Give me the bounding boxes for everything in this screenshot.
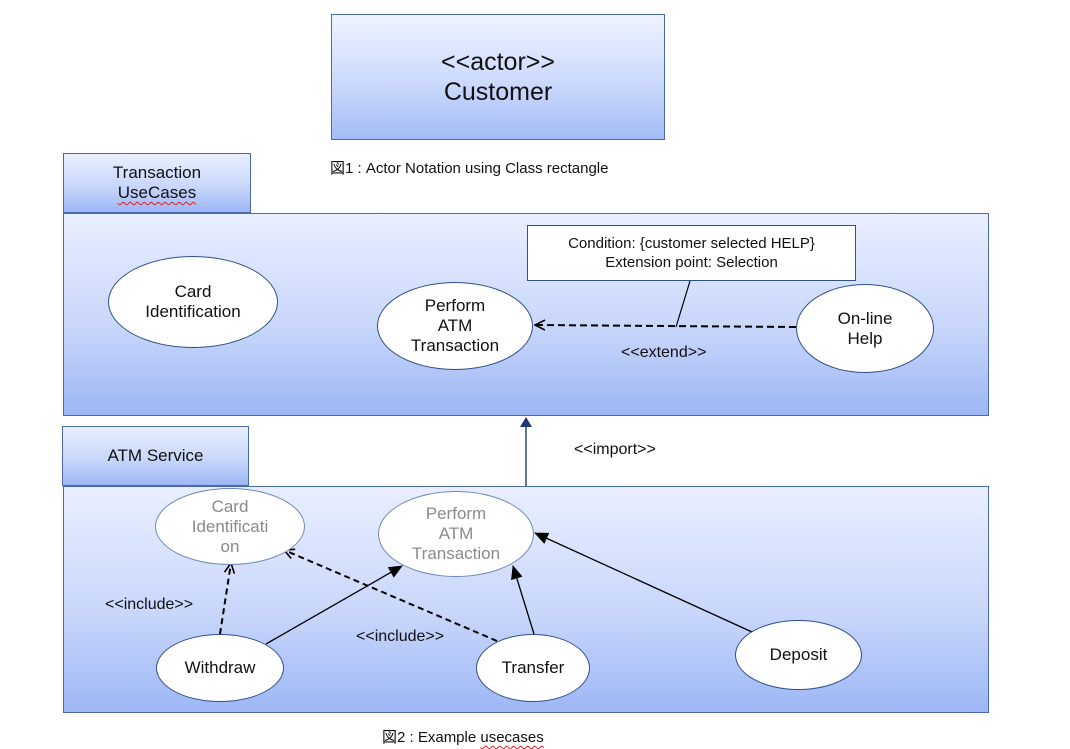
- extend-label: <<extend>>: [621, 344, 707, 361]
- usecase-perform-atm-transaction-imported-label: Perform ATM Transaction: [411, 504, 501, 563]
- usecase-withdraw: Withdraw: [156, 634, 284, 702]
- usecase-deposit-label: Deposit: [769, 645, 828, 664]
- transaction-package-title-line1: Transaction: [112, 163, 202, 182]
- import-label: <<import>>: [574, 441, 656, 458]
- extension-note-condition: Condition: {customer selected HELP}: [568, 235, 815, 252]
- figure1-caption: 図1 : Actor Notation using Class rectangl…: [330, 160, 609, 177]
- transaction-package-tab: [63, 153, 251, 213]
- usecase-card-identification: Card Identification: [108, 256, 278, 348]
- usecase-deposit: Deposit: [735, 620, 862, 690]
- transaction-package-title: Transaction UseCases: [63, 163, 251, 203]
- usecase-perform-atm-transaction-label: Perform ATM Transaction: [410, 296, 500, 355]
- actor-class-box: <<actor>> Customer: [331, 14, 665, 140]
- usecase-transfer-label: Transfer: [501, 658, 565, 677]
- usecase-card-identification-imported: Card Identificati on: [155, 488, 305, 565]
- figure2-caption-word: usecases: [480, 729, 544, 746]
- actor-name: Customer: [443, 78, 553, 106]
- extension-note-point: Extension point: Selection: [605, 254, 778, 271]
- actor-stereotype: <<actor>>: [441, 48, 555, 76]
- include-label-withdraw: <<include>>: [105, 596, 194, 613]
- usecase-online-help: On-line Help: [796, 284, 934, 373]
- extension-note: Condition: {customer selected HELP} Exte…: [527, 225, 856, 281]
- usecase-card-identification-imported-label: Card Identificati on: [191, 496, 269, 556]
- usecase-perform-atm-transaction: Perform ATM Transaction: [377, 282, 533, 370]
- usecase-card-identification-label: Card Identification: [145, 282, 241, 321]
- usecase-online-help-label: On-line Help: [837, 308, 893, 348]
- figure2-caption: 図2 : Example usecases: [382, 726, 544, 747]
- usecase-perform-atm-transaction-imported: Perform ATM Transaction: [378, 491, 534, 577]
- usecase-withdraw-label: Withdraw: [184, 658, 256, 677]
- atm-service-package-title: ATM Service: [107, 446, 204, 465]
- transaction-package-title-line2: UseCases: [117, 183, 197, 202]
- figure2-caption-prefix: 図2 : Example: [382, 729, 481, 746]
- usecase-transfer: Transfer: [476, 634, 590, 702]
- atm-service-package-tab: [62, 426, 249, 486]
- include-label-transfer: <<include>>: [356, 628, 445, 645]
